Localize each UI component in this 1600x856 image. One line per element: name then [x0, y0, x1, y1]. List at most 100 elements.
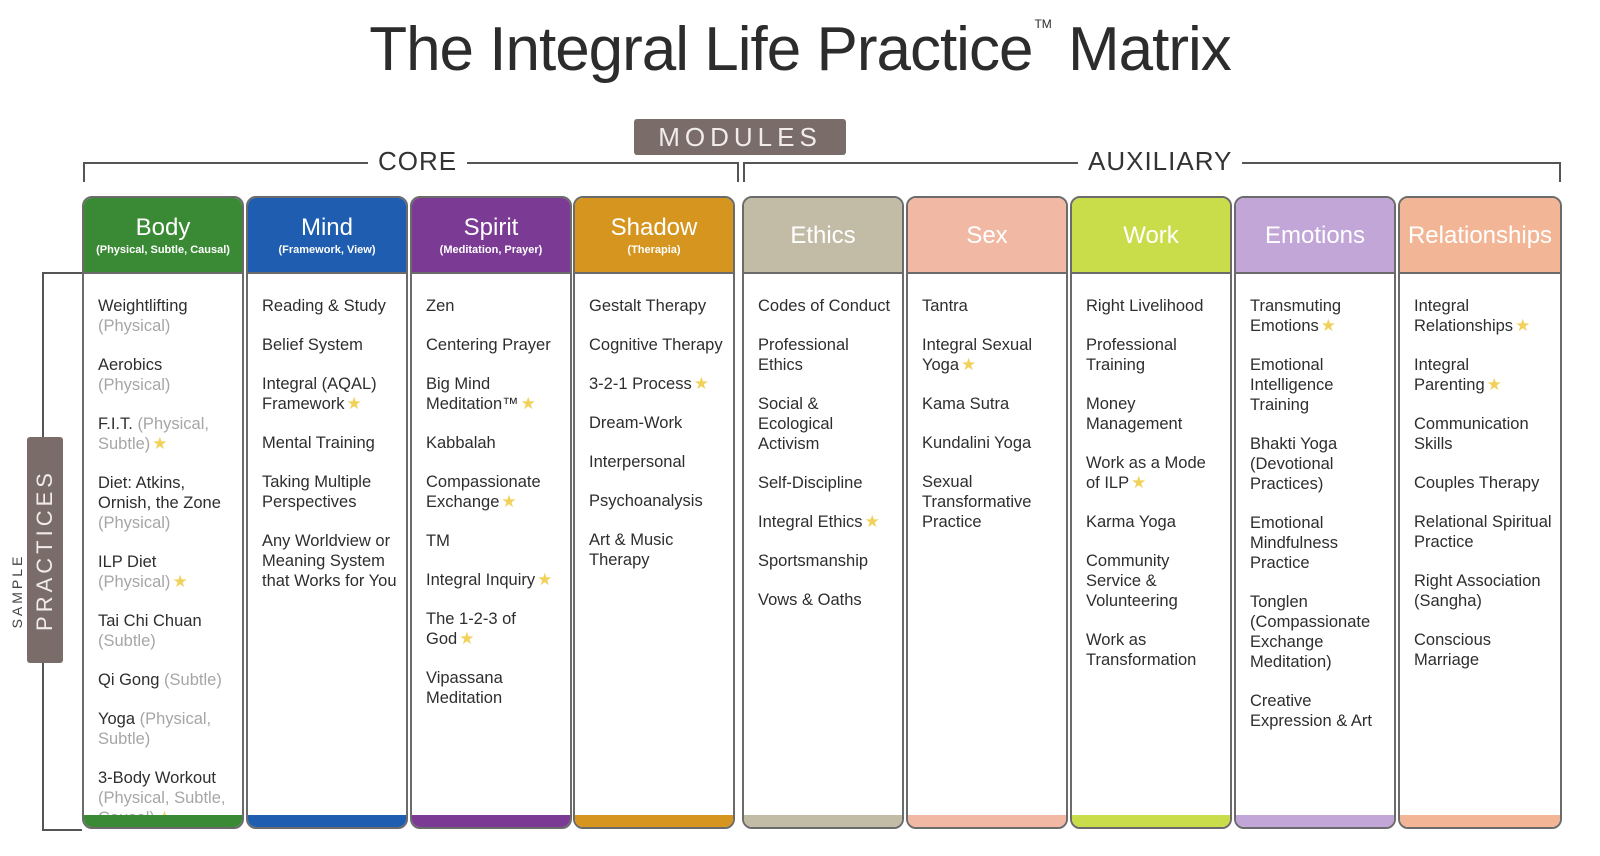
header-divider	[744, 272, 902, 274]
practices-label: PRACTICES	[32, 469, 57, 631]
module-subtitle: (Meditation, Prayer)	[439, 244, 543, 256]
trademark-mark: TM	[1034, 17, 1052, 31]
practice-name: Mental Training	[262, 434, 375, 452]
practice-item: Bhakti Yoga (Devotional Practices)	[1250, 434, 1388, 494]
practice-name: Tonglen (Compassionate Exchange Meditati…	[1250, 593, 1371, 671]
header-divider	[84, 272, 242, 274]
module-header-work: Work	[1072, 198, 1230, 272]
practice-name: Social & Ecological Activism	[758, 395, 834, 453]
practice-item: Right Livelihood	[1086, 296, 1224, 316]
auxiliary-bracket-right-tick	[1559, 162, 1561, 182]
practice-item: Dream-Work	[589, 413, 727, 433]
practice-item: Work as Transformation	[1086, 630, 1224, 670]
star-icon: ★	[172, 572, 188, 591]
practice-qualifier: (Physical)	[98, 317, 171, 335]
practice-name: 3-2-1 Process	[589, 375, 692, 393]
practice-name: Vipassana Meditation	[426, 669, 503, 707]
practice-name: ILP Diet	[98, 553, 157, 571]
module-column-emotions: Emotions Transmuting Emotions★ Emotional …	[1234, 196, 1396, 829]
practice-name: Conscious Marriage	[1414, 631, 1492, 669]
practice-name: Work as Transformation	[1086, 631, 1197, 669]
module-name: Mind	[300, 214, 354, 241]
auxiliary-label: AUXILIARY	[1078, 146, 1243, 177]
star-icon: ★	[459, 629, 475, 648]
practice-name: Kabbalah	[426, 434, 496, 452]
practice-item: Mental Training	[262, 433, 400, 453]
practice-name: Psychoanalysis	[589, 492, 703, 510]
practice-name: Community Service & Volunteering	[1086, 552, 1178, 610]
module-footer-band	[908, 815, 1066, 827]
practice-item: Integral Inquiry★	[426, 570, 564, 590]
practice-item: Tonglen (Compassionate Exchange Meditati…	[1250, 592, 1388, 672]
module-subtitle: (Framework, View)	[278, 244, 376, 256]
practice-item: Psychoanalysis	[589, 491, 727, 511]
practice-item: Integral Relationships★	[1414, 296, 1554, 336]
practice-name: Codes of Conduct	[758, 297, 891, 315]
module-name: Emotions	[1264, 222, 1366, 249]
header-divider	[908, 272, 1066, 274]
practice-item: Conscious Marriage	[1414, 630, 1554, 670]
practice-name: Self-Discipline	[758, 474, 863, 492]
practice-list: Weightlifting (Physical) Aerobics (Physic…	[98, 296, 236, 827]
practice-name: Any Worldview or Meaning System that Wor…	[262, 532, 397, 590]
practice-item: Transmuting Emotions★	[1250, 296, 1388, 336]
practice-item: Emotional Intelligence Training	[1250, 355, 1388, 415]
practice-list: Transmuting Emotions★ Emotional Intellige…	[1250, 296, 1388, 750]
practice-name: Reading & Study	[262, 297, 386, 315]
auxiliary-bracket-left-tick	[743, 162, 745, 182]
module-footer-band	[248, 815, 406, 827]
star-icon: ★	[961, 355, 977, 374]
practice-item: Weightlifting (Physical)	[98, 296, 236, 336]
star-icon: ★	[346, 394, 362, 413]
star-icon: ★	[152, 434, 168, 453]
module-header-relationships: Relationships	[1400, 198, 1560, 272]
module-column-relationships: Relationships Integral Relationships★ Int…	[1398, 196, 1562, 829]
practice-name: Kama Sutra	[922, 395, 1010, 413]
practice-item: ILP Diet (Physical)★	[98, 552, 236, 592]
sample-label: SAMPLE	[9, 553, 25, 629]
module-footer-band	[84, 815, 242, 827]
practice-item: Big Mind Meditation™★	[426, 374, 564, 414]
practice-name: Tantra	[922, 297, 968, 315]
practice-name: Bhakti Yoga (Devotional Practices)	[1250, 435, 1338, 493]
practice-name: Qi Gong	[98, 671, 160, 689]
practice-qualifier: (Physical)	[98, 514, 171, 532]
core-label: CORE	[368, 146, 468, 177]
star-icon: ★	[1131, 473, 1147, 492]
practice-item: Integral Parenting★	[1414, 355, 1554, 395]
practice-name: Kundalini Yoga	[922, 434, 1032, 452]
practice-name: Professional Ethics	[758, 336, 849, 374]
practice-name: Sportsmanship	[758, 552, 869, 570]
practice-name: Gestalt Therapy	[589, 297, 707, 315]
practice-item: Community Service & Volunteering	[1086, 551, 1224, 611]
practice-name: Weightlifting	[98, 297, 188, 315]
core-bracket-left-tick	[83, 162, 85, 182]
module-footer-band	[1236, 815, 1394, 827]
star-icon: ★	[864, 512, 880, 531]
module-footer-band	[412, 815, 570, 827]
practice-item: Reading & Study	[262, 296, 400, 316]
practice-name: Taking Multiple Perspectives	[262, 473, 372, 511]
practice-name: Aerobics	[98, 356, 163, 374]
module-header-body: Body(Physical, Subtle, Causal)	[84, 198, 242, 272]
practice-item: Zen	[426, 296, 564, 316]
practice-item: Social & Ecological Activism	[758, 394, 896, 454]
practice-name: Interpersonal	[589, 453, 686, 471]
practice-name: Centering Prayer	[426, 336, 551, 354]
practice-item: Money Management	[1086, 394, 1224, 434]
module-subtitle: (Therapia)	[627, 244, 681, 256]
practice-item: Taking Multiple Perspectives	[262, 472, 400, 512]
practice-item: Professional Training	[1086, 335, 1224, 375]
practice-name: Diet: Atkins, Ornish, the Zone	[98, 474, 221, 512]
practice-name: Communication Skills	[1414, 415, 1529, 453]
practice-item: Integral Sexual Yoga★	[922, 335, 1060, 375]
practice-name: The 1-2-3 of God	[426, 610, 516, 648]
star-icon: ★	[1486, 375, 1502, 394]
practice-item: Any Worldview or Meaning System that Wor…	[262, 531, 400, 591]
practice-item: TM	[426, 531, 564, 551]
practice-qualifier: (Physical)	[98, 573, 171, 591]
practice-name: Couples Therapy	[1414, 474, 1540, 492]
